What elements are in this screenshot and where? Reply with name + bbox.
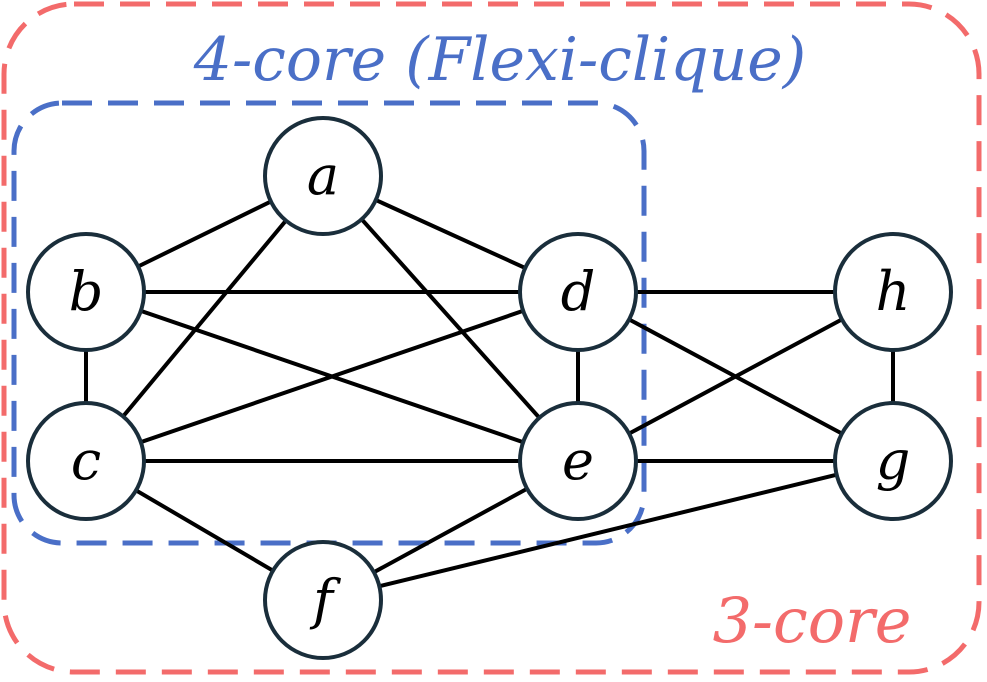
node-label-e: e <box>562 429 594 492</box>
node-label-g: g <box>876 429 911 492</box>
node-circle-c <box>26 401 146 521</box>
node-circle-a <box>263 116 383 236</box>
node-label-c: c <box>71 429 101 492</box>
three-core-label: 3-core <box>713 584 912 657</box>
node-circle-b <box>26 232 146 352</box>
node-circle-h <box>833 232 953 352</box>
edge-f-g <box>321 459 895 602</box>
node-circle-d <box>518 232 638 352</box>
node-b: b <box>26 232 146 352</box>
edge-c-d <box>84 290 580 463</box>
four-core-label: 4-core (Flexi-clique) <box>193 25 806 95</box>
node-label-h: h <box>876 260 911 323</box>
node-circle-g <box>833 401 953 521</box>
node-label-d: d <box>561 260 596 323</box>
node-a: a <box>263 116 383 236</box>
node-c: c <box>26 401 146 521</box>
node-h: h <box>833 232 953 352</box>
edge-a-c <box>84 174 325 463</box>
node-d: d <box>518 232 638 352</box>
edges-group <box>84 174 895 602</box>
node-label-a: a <box>307 144 339 207</box>
node-f: f <box>263 540 383 660</box>
node-circle-f <box>263 540 383 660</box>
node-circle-e <box>518 401 638 521</box>
node-g: g <box>833 401 953 521</box>
node-label-b: b <box>69 260 104 323</box>
nodes-group: a b c d e f g h <box>26 116 953 660</box>
edge-a-e <box>321 174 580 463</box>
node-e: e <box>518 401 638 521</box>
